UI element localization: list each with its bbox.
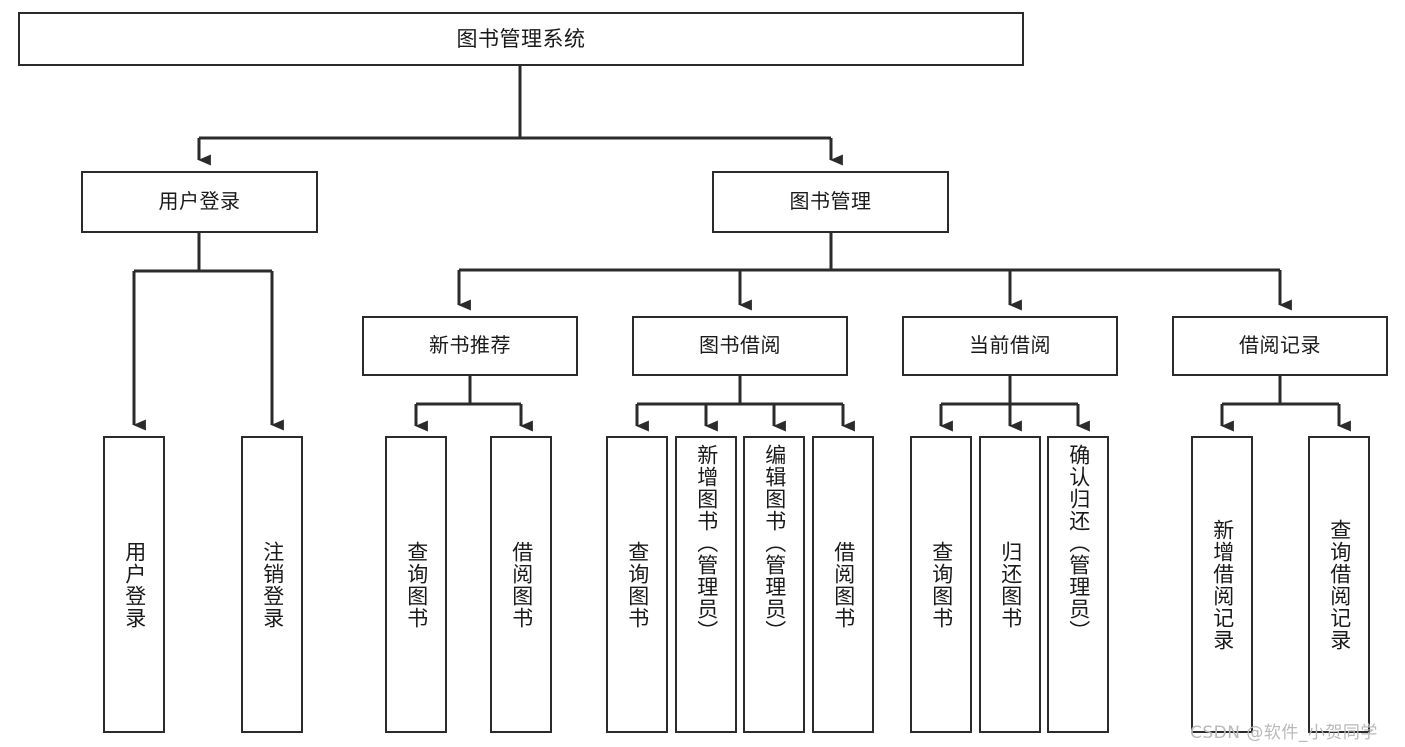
- node-new-book-recommend[interactable]: 新书推荐: [362, 316, 578, 376]
- node-leaf-add-record-label: 新增借阅记录: [1210, 518, 1235, 651]
- node-leaf-query-book-1-label: 查询图书: [404, 540, 429, 629]
- node-leaf-confirm-return-label: 确认归还（管理员）: [1066, 444, 1091, 642]
- node-leaf-query-book-3-label: 查询图书: [929, 540, 954, 629]
- node-leaf-add-record[interactable]: 新增借阅记录: [1191, 436, 1253, 733]
- node-leaf-query-record[interactable]: 查询借阅记录: [1308, 436, 1370, 733]
- node-leaf-borrow-book-2-label: 借阅图书: [831, 540, 856, 629]
- node-leaf-edit-book[interactable]: 编辑图书（管理员）: [743, 436, 805, 733]
- node-leaf-add-book[interactable]: 新增图书（管理员）: [675, 436, 737, 733]
- node-current-borrow[interactable]: 当前借阅: [902, 316, 1118, 376]
- node-leaf-borrow-book-1-label: 借阅图书: [509, 540, 534, 629]
- node-book-borrow[interactable]: 图书借阅: [632, 316, 848, 376]
- node-leaf-confirm-return[interactable]: 确认归还（管理员）: [1047, 436, 1109, 733]
- node-leaf-user-login[interactable]: 用户登录: [103, 436, 165, 733]
- node-leaf-query-book-2-label: 查询图书: [625, 540, 650, 629]
- node-leaf-edit-book-label: 编辑图书（管理员）: [762, 444, 787, 642]
- node-leaf-borrow-book-1[interactable]: 借阅图书: [490, 436, 552, 733]
- node-root-label: 图书管理系统: [456, 26, 586, 51]
- node-leaf-query-record-label: 查询借阅记录: [1327, 518, 1352, 651]
- node-leaf-return-book-label: 归还图书: [998, 540, 1023, 629]
- node-current-borrow-label: 当前借阅: [969, 333, 1051, 358]
- node-leaf-add-book-label: 新增图书（管理员）: [694, 444, 719, 642]
- node-new-book-recommend-label: 新书推荐: [429, 333, 511, 358]
- node-leaf-user-login-label: 用户登录: [122, 540, 147, 629]
- node-root[interactable]: 图书管理系统: [18, 12, 1024, 66]
- node-leaf-query-book-2[interactable]: 查询图书: [606, 436, 668, 733]
- csdn-watermark: CSDN @软件_小贺同学: [1190, 723, 1378, 743]
- node-leaf-query-book-1[interactable]: 查询图书: [385, 436, 447, 733]
- node-leaf-logout[interactable]: 注销登录: [241, 436, 303, 733]
- node-book-management-label: 图书管理: [789, 189, 872, 214]
- node-leaf-logout-label: 注销登录: [260, 540, 285, 629]
- node-leaf-query-book-3[interactable]: 查询图书: [910, 436, 972, 733]
- node-book-management[interactable]: 图书管理: [712, 171, 949, 233]
- node-leaf-borrow-book-2[interactable]: 借阅图书: [812, 436, 874, 733]
- node-user-login[interactable]: 用户登录: [81, 171, 318, 233]
- node-book-borrow-label: 图书借阅: [699, 333, 781, 358]
- node-borrow-record-label: 借阅记录: [1239, 333, 1321, 358]
- node-leaf-return-book[interactable]: 归还图书: [979, 436, 1041, 733]
- node-user-login-label: 用户登录: [158, 189, 241, 214]
- node-borrow-record[interactable]: 借阅记录: [1172, 316, 1388, 376]
